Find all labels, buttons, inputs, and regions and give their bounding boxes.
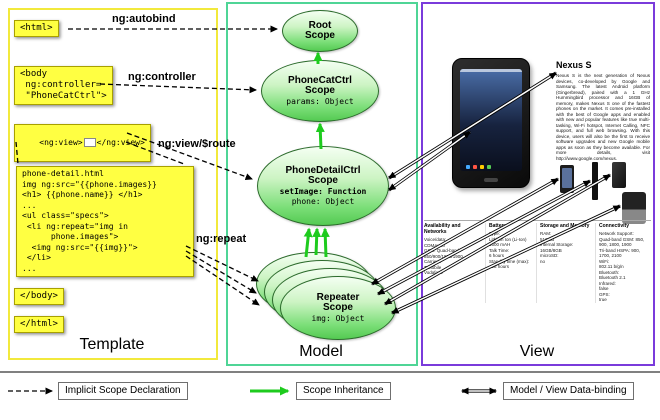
spec-header-availability: Availability and Networks [424,223,461,235]
spec-col-connectivity: Connectivity Network Support: Quad-band … [595,223,660,303]
app-icon-blue [466,165,470,169]
spec-body-availability: Voice/data: CDMA: no GSM: Quad-band 850/… [424,237,463,275]
legend-data-binding: Model / View Data-binding [503,382,634,400]
ng-view-tag-box: <ng:view> </ng:view> [14,124,151,162]
root-scope-title: Root Scope [304,20,335,41]
spec-body-storage: RAM: 512MB Internal Storage: 16GB/8GB mi… [540,231,574,264]
legend-scope-inheritance: Scope Inheritance [296,382,391,400]
phone-app-icons [466,165,491,169]
html-close-tag-box: </html> [14,316,64,333]
spec-header-connectivity: Connectivity [599,223,630,229]
template-panel [8,8,218,360]
phone-thumbnail-angle [612,162,626,188]
phone-statusbar [460,69,522,72]
ng-controller-label: ng:controller [128,71,196,83]
view-panel-label: View [519,343,555,360]
spec-col-storage: Storage and Memory RAM: 512MB Internal S… [536,223,590,303]
phone-screen [460,69,522,171]
spec-table: Availability and Networks Voice/data: CD… [424,220,651,303]
phone-thumbnail-front [560,165,574,193]
spec-body-battery: Type: Lithium Ion (Li-Ion) 1500 mAH Talk… [489,231,530,269]
phonedetail-scope-prop-phone: phone: Object [291,197,355,206]
app-icon-green [487,165,491,169]
ng-autobind-label: ng:autobind [112,13,176,25]
model-panel-label: Model [299,343,343,360]
spec-col-availability: Availability and Networks Voice/data: CD… [424,223,480,303]
product-title: Nexus S [556,60,592,70]
legend-implicit-scope: Implicit Scope Declaration [58,382,188,400]
spec-header-storage: Storage and Memory [540,223,590,229]
repeater-scope-title: Repeater Scope [316,292,360,313]
body-close-tag-box: </body> [14,288,64,305]
ng-repeat-label: ng:repeat [196,233,247,245]
root-scope-ellipse: Root Scope [282,10,358,52]
phonedetail-scope-prop-setimage: setImage: Function [279,187,367,196]
phonecat-scope-prop: params: Object [286,97,354,106]
ng-view-route-label: ng:view/$route [158,138,236,150]
spec-body-connectivity: Network Support: Quad-band GSM: 850, 900… [599,231,645,302]
phone-image [452,58,530,188]
spec-col-battery: Battery Type: Lithium Ion (Li-Ion) 1500 … [485,223,531,303]
template-panel-label: Template [79,336,145,353]
view-placeholder-icon [83,137,96,147]
product-description: Nexus S is the next generation of Nexus … [556,73,650,161]
ng-view-close-text: </ng:view> [96,137,145,147]
phonedetail-scope-title: PhoneDetailCtrl Scope [285,165,361,186]
html-open-tag-box: <html> [14,20,59,37]
phone-thumbnail-front-screen [562,168,572,188]
phonecat-scope-ellipse: PhoneCatCtrl Scope params: Object [261,60,379,122]
spec-header-battery: Battery [489,223,507,229]
phonecat-scope-title: PhoneCatCtrl Scope [288,75,352,96]
phonedetail-scope-ellipse: PhoneDetailCtrl Scope setImage: Function… [257,146,389,226]
repeater-scope-prop: img: Object [311,314,365,323]
repeater-scope-ellipse: Repeater Scope img: Object [280,276,396,340]
phone-thumbnail-side [592,162,598,200]
phone-thumbnail-open [622,192,646,224]
phone-home-button [484,178,498,182]
app-icon-red [473,165,477,169]
phone-detail-code-box: phone-detail.html img ng:src="{{phone.im… [16,166,194,277]
body-controller-tag-box: <body ng:controller= "PhoneCatCtrl"> [14,66,113,105]
ng-view-open-text: <ng:view> [39,137,83,147]
app-icon-yellow [480,165,484,169]
